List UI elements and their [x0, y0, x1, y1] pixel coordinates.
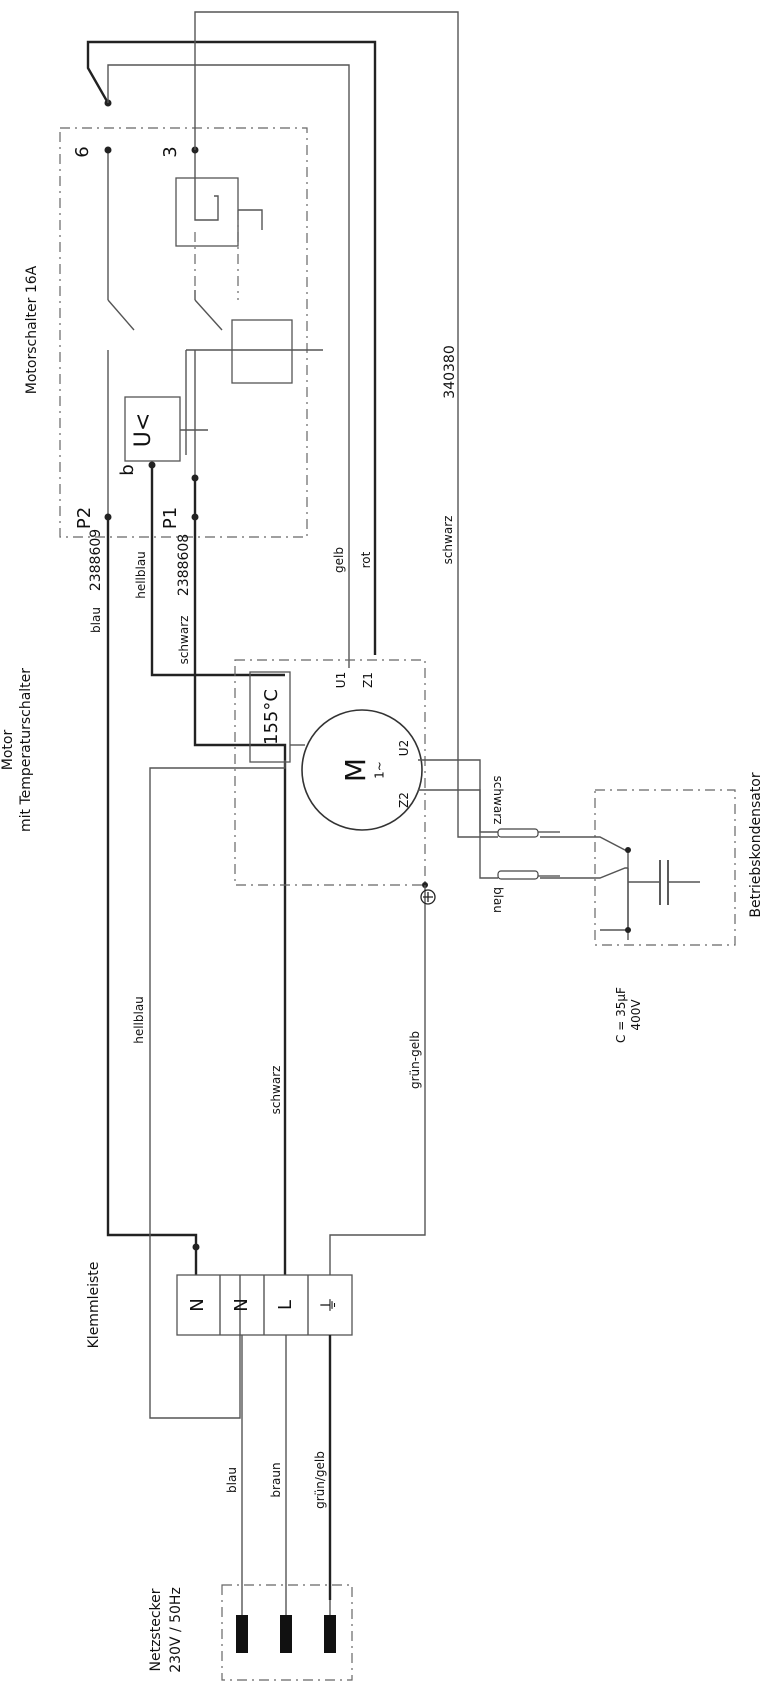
- mains-plug: Netzstecker 230V / 50Hz: [148, 1584, 353, 1681]
- thermal-release-box: [175, 177, 239, 247]
- terminal-z2: Z2: [397, 792, 411, 808]
- wire-label-hellblau-mid: hellblau: [132, 996, 146, 1044]
- wire-label-schwarz-cap: schwarz: [441, 516, 455, 565]
- terminal-p1: P1: [160, 507, 181, 529]
- undervoltage-label: U<: [131, 413, 156, 448]
- motor-circle: [301, 709, 423, 831]
- wire-label-blau-motor: blau: [491, 887, 505, 913]
- plug-label-line1: Netzstecker: [148, 1588, 164, 1671]
- capacitor-symbol: [659, 860, 669, 905]
- terminal-b: b: [117, 464, 138, 475]
- wire-label-blau-top: blau: [89, 607, 103, 633]
- terminal-u1: U1: [334, 672, 348, 688]
- terminal-block-label: Klemmleiste: [86, 1262, 102, 1349]
- undervoltage-release-box: [124, 396, 181, 462]
- terminal-3: 3: [160, 146, 181, 157]
- plug-label-line2: 230V / 50Hz: [168, 1587, 184, 1673]
- terminal-block-l: L: [275, 1300, 296, 1310]
- wire-code-2388609: 2388609: [88, 529, 104, 591]
- wire-code-2388608: 2388608: [176, 534, 192, 596]
- wire-label-gruen-gelb-bottom: grün/gelb: [313, 1451, 327, 1509]
- wire-label-rot: rot: [359, 551, 373, 568]
- terminal-p2: P2: [74, 507, 95, 529]
- motor-phase: 1~: [373, 761, 387, 779]
- motor-label-line2: mit Temperaturschalter: [18, 668, 34, 832]
- terminal-6: 6: [72, 146, 93, 157]
- motor-label-line1: Motor: [0, 730, 16, 771]
- motor-symbol: M: [339, 758, 372, 782]
- terminal-block-n2: N: [231, 1298, 252, 1311]
- wire-label-braun-bottom: braun: [269, 1462, 283, 1497]
- wire-label-gruen-gelb-mid: grün-gelb: [408, 1031, 422, 1089]
- motor-switch-label: Motorschalter 16A: [24, 265, 40, 394]
- wire-label-gelb: gelb: [332, 547, 346, 573]
- wire-label-schwarz-top: schwarz: [177, 616, 191, 665]
- temperature-switch-box: [249, 671, 291, 763]
- terminal-u2: U2: [397, 740, 411, 756]
- run-capacitor: Betriebskondensator C = 35µF 400V: [497, 772, 764, 1043]
- terminal-block: N N L ⏚ Klemmleiste: [86, 1243, 353, 1349]
- wire-label-schwarz-motor: schwarz: [491, 776, 505, 825]
- capacitor-label: Betriebskondensator: [748, 772, 764, 917]
- top-wiring: gelb rot schwarz 340380: [86, 11, 498, 838]
- terminal-z1: Z1: [361, 672, 375, 688]
- plug-pin-icon: [236, 1615, 336, 1653]
- terminal-block-n1: N: [187, 1298, 208, 1311]
- wire-code-340380: 340380: [442, 345, 458, 398]
- wire-label-blau-bottom: blau: [225, 1467, 239, 1493]
- capacitor-value: C = 35µF: [614, 987, 628, 1043]
- temperature-label: 155°C: [261, 689, 282, 745]
- bottom-wiring: blau braun grün/gelb: [225, 1335, 332, 1600]
- motor-switch: U< 6 3 P2 b P1 Motorschalter 16A: [24, 99, 323, 538]
- mid-wiring: hellblau schwarz grün-gelb: [132, 760, 422, 1419]
- terminal-block-ground: ⏚: [319, 1296, 340, 1314]
- ground-icon: [420, 889, 436, 905]
- coil-box: [231, 319, 293, 384]
- wire-label-hellblau-top: hellblau: [134, 551, 148, 599]
- left-wiring: blau 2388609 hellblau schwarz 2388608: [88, 465, 287, 1275]
- motor: 155°C M 1~ U1 Z1 U2 Z2 schwarz blau Moto…: [0, 659, 505, 1275]
- wire-label-schwarz-mid: schwarz: [269, 1066, 283, 1115]
- capacitor-voltage: 400V: [629, 999, 643, 1031]
